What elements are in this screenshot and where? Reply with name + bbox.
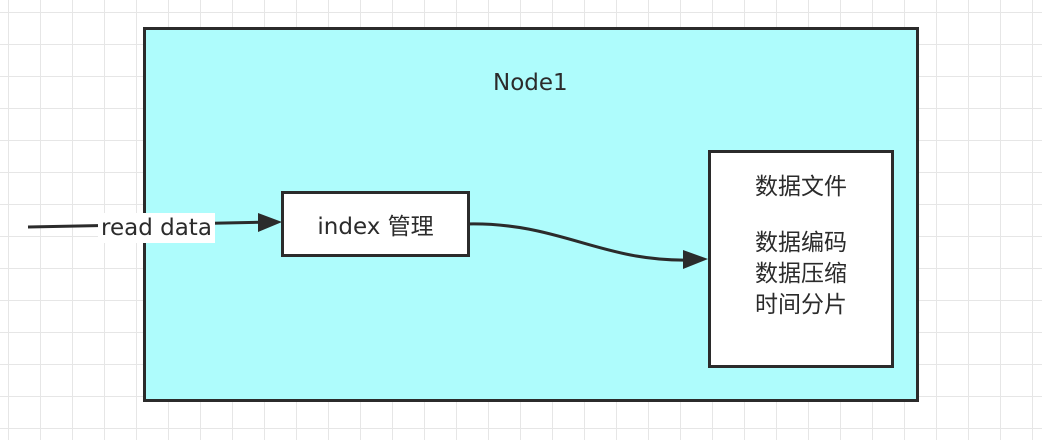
data-file-line: 数据压缩 [755, 261, 847, 287]
data-file-title: 数据文件 [755, 174, 847, 200]
node-title: Node1 [493, 70, 568, 96]
data-file-line: 数据编码 [755, 230, 847, 256]
data-file-line: 时间分片 [755, 292, 847, 318]
index-box: index 管理 [281, 191, 470, 257]
index-box-label: index 管理 [317, 214, 434, 240]
data-file-box: 数据文件 数据编码 数据压缩 时间分片 [708, 150, 894, 368]
data-file-lines: 数据编码 数据压缩 时间分片 [711, 228, 891, 321]
read-data-label: read data [98, 213, 215, 243]
